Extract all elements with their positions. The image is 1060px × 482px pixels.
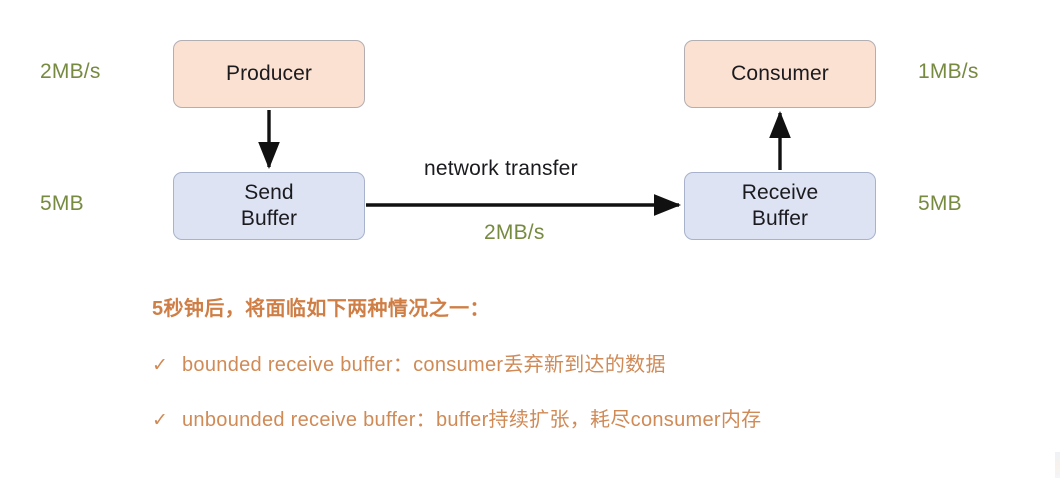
note-heading: 5秒钟后，将面临如下两种情况之一： (152, 298, 490, 320)
check-icon: ✓ (152, 355, 169, 376)
node-receive-buffer[interactable]: Receive Buffer (684, 172, 876, 240)
label-send-buffer-size: 5MB (40, 192, 84, 215)
note-bullet-bounded-text: bounded receive buffer：consumer丢弃新到达的数据 (182, 354, 666, 376)
node-send-buffer-label: Send Buffer (241, 180, 297, 231)
label-consumer-rate: 1MB/s (918, 60, 979, 83)
edge-artifact (1055, 452, 1060, 478)
node-receive-buffer-line2: Buffer (751, 207, 809, 230)
node-consumer-label: Consumer (731, 62, 829, 86)
label-producer-rate: 2MB/s (40, 60, 101, 83)
node-producer-label: Producer (225, 62, 312, 86)
node-send-buffer-line2: Buffer (240, 207, 298, 230)
label-network-transfer: network transfer (424, 157, 578, 180)
label-network-transfer-rate: 2MB/s (484, 221, 545, 244)
node-consumer[interactable]: Consumer (684, 40, 876, 108)
note-bullet-unbounded-text: unbounded receive buffer：buffer持续扩张，耗尽co… (182, 408, 762, 431)
note-bullet-unbounded: ✓ unbounded receive buffer：buffer持续扩张，耗尽… (152, 407, 1012, 434)
note-block: 5秒钟后，将面临如下两种情况之一： ✓ bounded receive buff… (152, 296, 1012, 461)
node-send-buffer-line1: Send (244, 181, 294, 205)
node-receive-buffer-line1: Receive (741, 181, 819, 205)
node-send-buffer[interactable]: Send Buffer (173, 172, 365, 240)
label-receive-buffer-size: 5MB (918, 192, 962, 215)
node-producer[interactable]: Producer (173, 40, 365, 108)
node-receive-buffer-label: Receive Buffer (742, 180, 819, 231)
note-bullet-bounded: ✓ bounded receive buffer：consumer丢弃新到达的数… (152, 352, 1012, 379)
check-icon: ✓ (152, 409, 169, 431)
